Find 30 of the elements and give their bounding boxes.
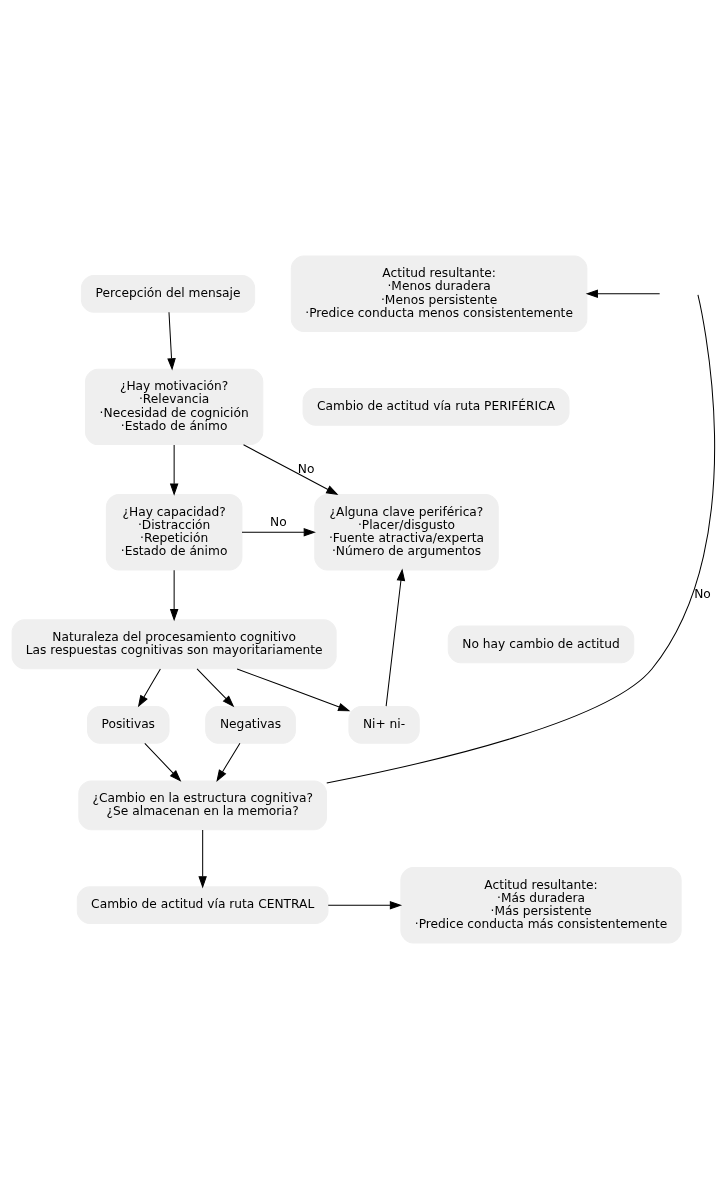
node-box: Ni+ ni- xyxy=(348,705,420,744)
edge-label: No xyxy=(270,514,287,529)
arrow xyxy=(216,742,241,782)
node-box: ¿Cambio en la estructura cognitiva? ¿Se almacenan en la memoria? xyxy=(78,779,327,830)
node-box: Negativas xyxy=(205,705,296,744)
node-box: ¿Hay motivación? ·Relevancia ·Necesidad de cognición ·Estado de ánimo xyxy=(84,368,264,445)
node-box: Actitud resultante: ·Menos duradera ·Menos persistente ·Predice conducta menos consistentemente xyxy=(290,255,588,332)
edge-label: No xyxy=(694,586,711,601)
arrow xyxy=(169,569,179,621)
arrow xyxy=(137,667,161,707)
arrow xyxy=(385,567,406,707)
arrow xyxy=(196,667,235,707)
arrow xyxy=(585,289,661,298)
node-box: Percepción del mensaje xyxy=(80,274,256,313)
arrow xyxy=(167,311,176,370)
connector xyxy=(326,293,716,783)
node-box: Naturaleza del procesamiento cognitivo Las respuestas cognitivas son mayoritariamente xyxy=(11,618,337,669)
arrow xyxy=(327,900,403,909)
arrow xyxy=(241,527,316,537)
arrow xyxy=(144,742,182,782)
edge-label: No xyxy=(297,461,315,476)
node-box: ¿Hay capacidad? ·Distracción ·Repetición ·Estado de ánimo xyxy=(105,493,243,570)
node-box: Positivas xyxy=(87,705,170,744)
arrow xyxy=(198,829,207,888)
node-box: Actitud resultante: ·Más duradera ·Más persistente ·Predice conducta más consistentemente xyxy=(400,866,682,943)
arrow xyxy=(236,667,351,711)
node-box: ¿Alguna clave periférica? ·Placer/disgusto ·Fuente atractiva/experta ·Número de argumentos xyxy=(314,493,499,570)
arrow xyxy=(169,443,179,496)
node-box: Cambio de actitud vía ruta CENTRAL xyxy=(76,885,329,924)
arrow xyxy=(243,443,339,495)
